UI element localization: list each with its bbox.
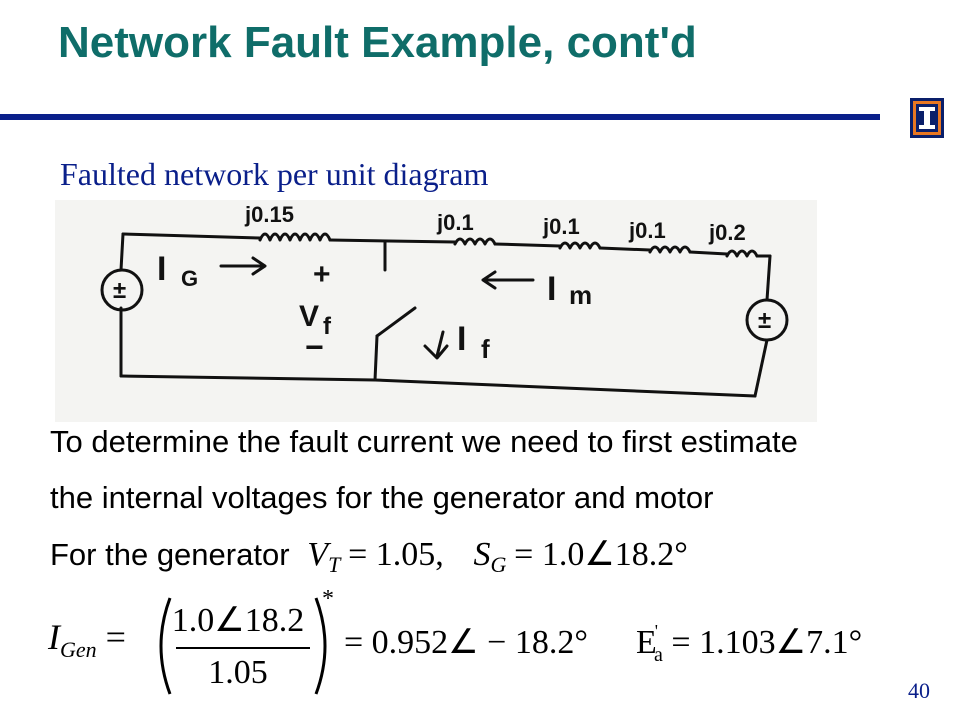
generator-equation-text: For the generator [50,537,290,572]
fault-voltage-label: V [299,300,319,333]
igen-result: = 0.952∠ − 18.2° [344,624,588,661]
minus-sign: − [305,329,324,365]
generator-source-icon: ± [113,277,126,304]
page-number: 40 [908,678,930,703]
generator-current-label: I [157,250,166,288]
equals-sign: = [105,617,126,657]
igen-subscript: Gen [60,637,97,663]
university-logo [910,98,944,138]
motor-source-icon: ± [758,307,771,334]
body-line-1: To determine the fault current we need t… [50,424,798,459]
ea-symbol: E [636,624,657,661]
title-rule [0,114,880,120]
impedance-label: j0.1 [542,214,580,239]
body-line-2: the internal voltages for the generator … [50,480,714,515]
ea-result: = 1.103∠7.1° [671,624,863,661]
sg-value: = 1.0∠18.2° [514,536,688,573]
vt-symbol: V [307,536,329,573]
sg-symbol: S [473,536,491,573]
fraction-denominator: 1.05 [208,654,268,691]
slide-subtitle: Faulted network per unit diagram [60,156,489,192]
generator-current-subscript: G [181,266,198,291]
igen-symbol: I [48,617,60,657]
impedance-label: j0.1 [628,218,666,243]
fault-current-label: I [457,320,466,358]
ea-equation: E' a = 1.103∠7.1° [636,621,863,666]
vt-subscript: T [328,552,341,578]
impedance-label: j0.2 [708,220,746,245]
generator-equation: For the generator VT = 1.05, SG = 1.0∠18… [50,534,688,578]
circuit-diagram: j0.15 j0.1 j0.1 j0.1 j0.2 I G I m I f + … [55,200,817,422]
ea-prime: ' [654,621,659,641]
ea-subscript: a [654,644,663,666]
motor-current-subscript: m [569,280,592,310]
vt-value: = 1.05, [348,536,444,573]
motor-current-label: I [547,270,556,308]
sg-subscript: G [490,552,507,578]
slide-title: Network Fault Example, cont'd [58,18,697,67]
igen-symbol-wrap: IGen = [48,616,126,663]
fraction-group [159,597,327,695]
impedance-label: j0.1 [436,210,474,235]
fault-current-subscript: f [481,334,490,364]
conjugate-marker: * [322,586,334,612]
impedance-label: j0.15 [244,202,294,227]
fraction-numerator: 1.0∠18.2 [171,602,305,639]
plus-sign: + [313,258,331,291]
fault-voltage-subscript: f [323,313,332,340]
